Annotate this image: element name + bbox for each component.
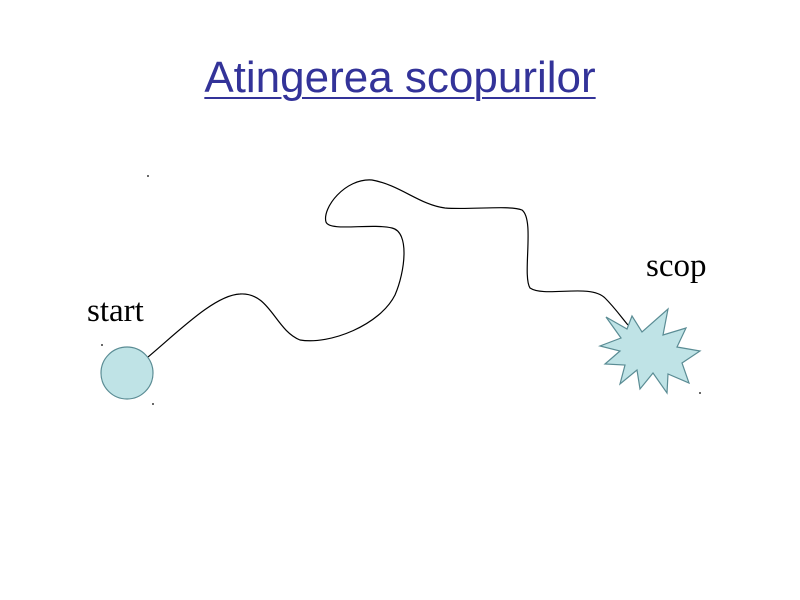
- start-label: start: [87, 293, 144, 329]
- stray-dot: [147, 175, 149, 177]
- goal-starburst: [598, 307, 702, 395]
- stray-dot: [101, 344, 103, 346]
- goal-label: scop: [646, 248, 707, 284]
- stray-dot: [152, 403, 154, 405]
- stray-dot: [699, 392, 701, 394]
- wandering-path: [147, 179, 629, 358]
- start-node: [100, 346, 154, 400]
- slide-title: Atingerea scopurilor: [204, 53, 596, 102]
